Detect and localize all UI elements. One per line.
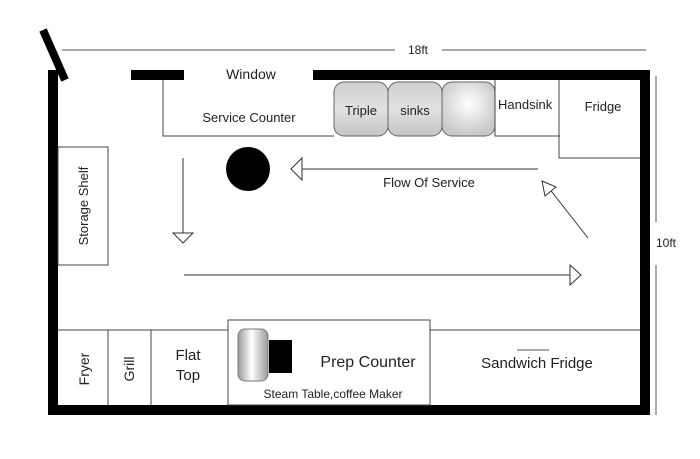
trash-can [226,147,270,191]
flat-top: Flat Top [175,347,201,384]
flow-arrow-down [171,158,195,244]
svg-text:Steam Table,coffee Maker: Steam Table,coffee Maker [264,387,403,401]
fryer: Fryer [76,330,109,405]
svg-text:Handsink: Handsink [498,97,553,112]
svg-text:Prep Counter: Prep Counter [320,354,416,371]
fridge: Fridge [558,80,640,159]
flow-arrows: Flow Of Service [171,156,589,287]
door [39,28,69,82]
prep-counter: Prep Counter Steam Table,coffee Maker [227,319,431,406]
svg-text:Fridge: Fridge [585,99,622,114]
triple-sinks: Triple sinks [333,81,496,137]
svg-text:Top: Top [176,367,200,384]
window-label: Window [226,66,277,82]
height-dimension: 10ft [655,76,677,415]
svg-text:Grill: Grill [121,357,137,382]
svg-text:Sandwich Fridge: Sandwich Fridge [481,355,593,372]
storage-shelf: Storage Shelf [57,146,109,266]
service-counter: Service Counter [162,80,334,137]
coffee-maker [269,340,292,373]
flow-arrow-diagonal [541,180,589,239]
width-dimension: 18ft [62,43,646,57]
width-label: 18ft [408,43,429,57]
sandwich-fridge: Sandwich Fridge [481,349,593,372]
walls [48,70,650,415]
steam-table [237,328,269,382]
flow-arrow-left [290,156,538,182]
grill: Grill [121,330,152,405]
svg-text:Fryer: Fryer [76,352,92,385]
flow-label: Flow Of Service [383,175,475,190]
svg-text:sinks: sinks [400,103,430,118]
sink-basin-3 [441,81,496,137]
svg-text:Flat: Flat [175,347,201,364]
svg-text:Triple: Triple [345,103,377,118]
svg-text:Service Counter: Service Counter [202,110,296,125]
flow-arrow-right [184,263,582,287]
handsink: Handsink [494,80,560,137]
svg-text:Storage Shelf: Storage Shelf [76,166,91,245]
height-label: 10ft [656,236,677,250]
bottom-equipment: Fryer Grill Flat Top Prep Counter Steam … [58,319,640,406]
